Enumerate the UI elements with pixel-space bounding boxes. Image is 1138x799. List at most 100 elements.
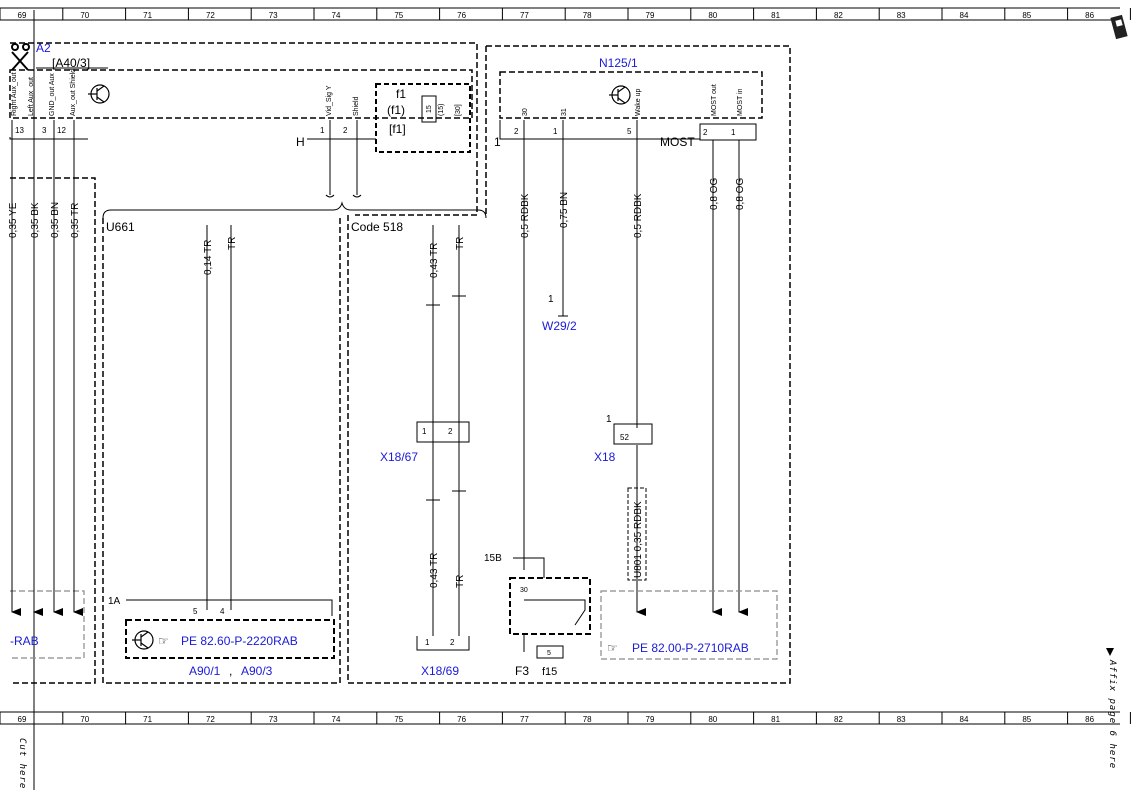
x18-69-pin-2: 2 (450, 638, 455, 647)
signal-shield-aux: Aux_out Shield (70, 69, 77, 116)
ruler-cell-74: 74 (332, 11, 341, 20)
x18-67-pin-1: 1 (422, 427, 427, 436)
ruler-cell-79: 79 (646, 715, 655, 724)
n125-signal-most-in: MOST in (737, 88, 744, 116)
ruler-cell-83: 83 (897, 11, 906, 20)
n125-branch-1: 1 (494, 135, 501, 149)
a90-branch-line (126, 599, 333, 616)
most-pin-1: 1 (731, 128, 736, 137)
a2-pin-2: 2 (343, 126, 348, 135)
a2-pin-1: 1 (320, 126, 325, 135)
a2-alt-ref: [A40/3] (52, 56, 90, 70)
right-ref-box (600, 590, 778, 660)
left-ref-text: -RAB (10, 634, 39, 648)
ruler-cell-84: 84 (960, 11, 969, 20)
f15-ref: f15 (542, 666, 557, 678)
n125-pin-5: 5 (627, 127, 632, 136)
ruler-cell-77: 77 (520, 11, 529, 20)
scissors-icon (11, 43, 30, 71)
wire-label-w15: TR (455, 575, 466, 588)
most-pin-2: 2 (703, 128, 708, 137)
w29-ref: W29/2 (542, 319, 577, 333)
ruler-cell-85: 85 (1022, 715, 1031, 724)
signal-gnd-aux: GND_out Aux (49, 73, 56, 116)
ruler-cell-84: 84 (960, 715, 969, 724)
wire-label-w13: 0,8 OG (735, 178, 746, 210)
most-label: MOST (660, 135, 695, 149)
affix-page-label: Affix page 6 here (1107, 659, 1117, 769)
a2-h-label: H (296, 135, 305, 149)
ruler-cell-70: 70 (80, 715, 89, 724)
a90-box (125, 619, 335, 659)
ruler-cell-78: 78 (583, 715, 592, 724)
ruler-cell-75: 75 (394, 11, 403, 20)
ruler-cell-74: 74 (332, 715, 341, 724)
n125-transistor-icon (609, 85, 631, 105)
most-connector (699, 123, 757, 141)
signal-vid-sig: Vid_Sig Y (326, 85, 333, 116)
ruler-cell-80: 80 (708, 11, 717, 20)
f15-fuse (536, 645, 564, 659)
right-page-ref[interactable]: PE 82.00-P-2710RAB (632, 641, 749, 655)
signal-shield: Shield (353, 96, 360, 116)
x18-69-ref: X18/69 (421, 664, 459, 678)
fuse-f1-bracket: [f1] (389, 122, 406, 136)
wire-label-w1: 0,35 YE (8, 202, 19, 238)
a2-pin-13: 13 (15, 126, 24, 135)
page-tab-icon (1110, 14, 1128, 40)
ruler-cell-71: 71 (143, 715, 152, 724)
affix-arrow-icon (1106, 648, 1114, 656)
x18-69-connector (416, 636, 470, 651)
signal-right-aux: Right Aux_out (11, 72, 18, 116)
left-harness-frame (10, 177, 96, 684)
f15-value: 5 (547, 650, 551, 657)
f3-terminal: 15B (484, 553, 502, 564)
n125-pin-1: 1 (553, 127, 558, 136)
a90-pin-4: 4 (220, 607, 225, 616)
a2-lower-frame (9, 137, 88, 140)
ruler-cell-72: 72 (206, 715, 215, 724)
a90-pin-5: 5 (193, 607, 198, 616)
fuse-val-15: 15 (426, 105, 433, 113)
pointing-hand-icon: ☞ (158, 634, 169, 648)
ruler-cell-72: 72 (206, 11, 215, 20)
f3-15b-line (513, 557, 545, 578)
wire-label-w9: 0,5 RDBK (520, 193, 531, 238)
wire-label-w10: 0,75 BN (559, 192, 570, 228)
ruler-cell-82: 82 (834, 715, 843, 724)
ruler-cell-79: 79 (646, 11, 655, 20)
a90-ref-sep: , (229, 664, 232, 678)
grid-rulers (0, 7, 1131, 725)
ruler-cell-83: 83 (897, 715, 906, 724)
a2-ref: A2 (36, 41, 51, 55)
x18-67-ref: X18/67 (380, 450, 418, 464)
ruler-cell-85: 85 (1022, 11, 1031, 20)
f3-switch (524, 599, 586, 626)
ruler-cell-76: 76 (457, 715, 466, 724)
wire-label-w14: 0,43 TR (429, 553, 440, 588)
ruler-cell-69: 69 (18, 11, 27, 20)
ruler-cell-73: 73 (269, 715, 278, 724)
n125-signal-31: 31 (561, 108, 568, 116)
cut-here-label: Cut here (17, 738, 27, 789)
a90-transistor-icon (132, 630, 154, 650)
n125-ref: N125/1 (599, 56, 638, 70)
harness-brace (102, 201, 487, 219)
wire-label-w3: 0,35 BN (50, 202, 61, 238)
a90-page-ref[interactable]: PE 82.60-P-2220RAB (181, 634, 298, 648)
x18-branch: 1 (606, 414, 612, 425)
ruler-cell-70: 70 (80, 11, 89, 20)
w29-pin: 1 (548, 294, 554, 305)
wire-label-w6: TR (227, 237, 238, 250)
ruler-cell-86: 86 (1085, 715, 1094, 724)
a90-ref-1: A90/1 (189, 664, 221, 678)
f3-box (509, 577, 591, 635)
wire-label-w5: 0,14 TR (203, 240, 214, 275)
x18-connector (613, 423, 653, 445)
wire-label-w12: 0,8 OG (709, 178, 720, 210)
signal-left-aux: Left Aux_out (28, 77, 35, 116)
ruler-cell-80: 80 (708, 715, 717, 724)
n125-signal-most-out: MOST out (711, 84, 718, 116)
u801-harness (627, 487, 647, 581)
